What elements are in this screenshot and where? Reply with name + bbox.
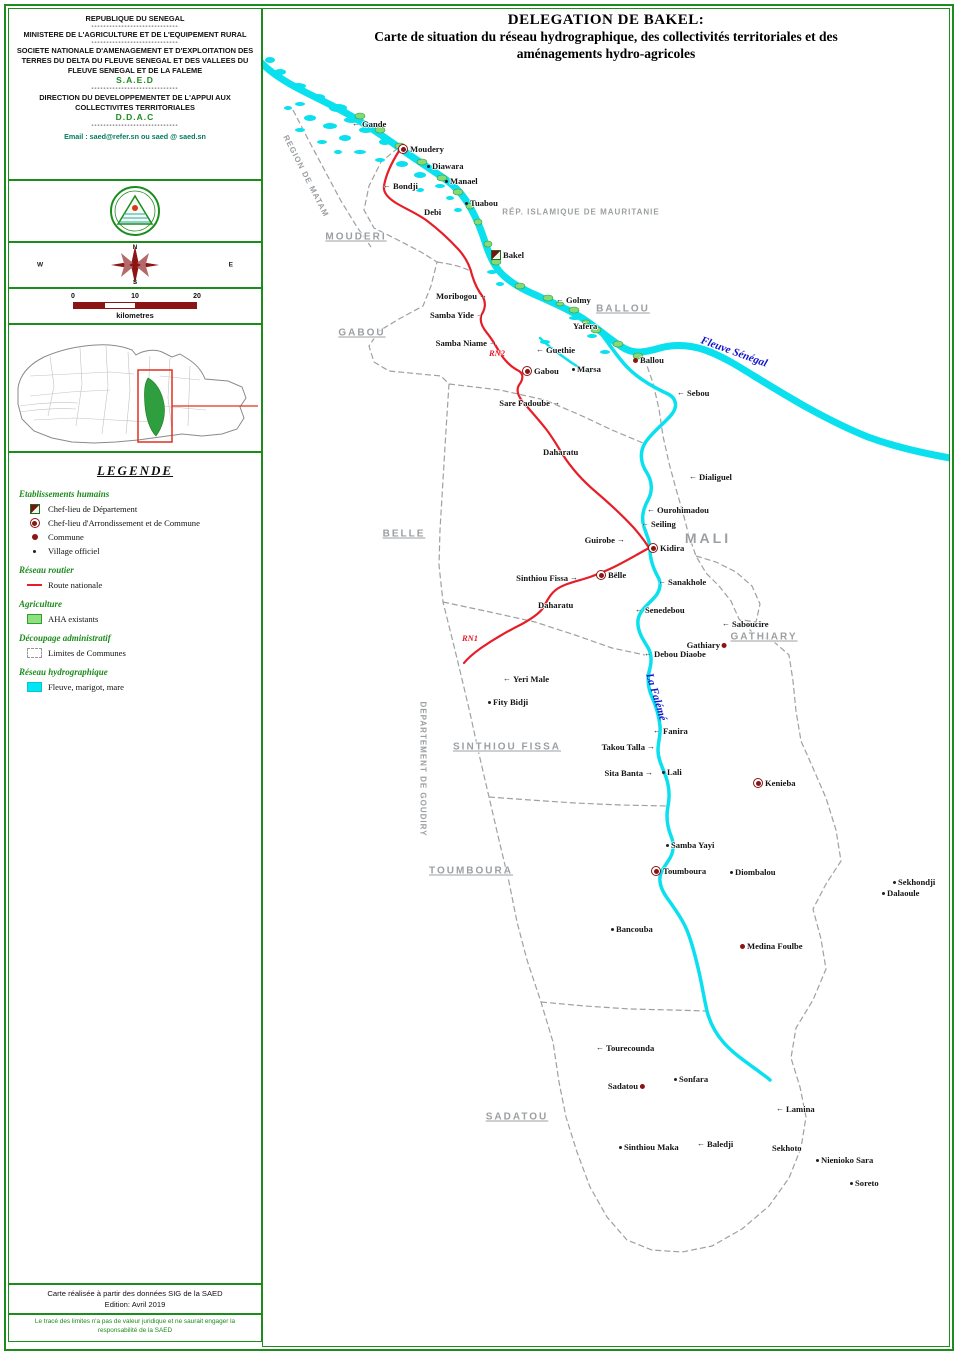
legend-icon-cell xyxy=(27,504,42,514)
legend-item-chef-lieu-d-arrondissement-et-de-commune: Chef-lieu d'Arrondissement et de Commune xyxy=(27,518,253,528)
fleuve-senegal-path xyxy=(263,59,949,462)
org-acronym-ddac: D.D.A.C xyxy=(115,112,155,123)
credits-text: Carte réalisée à partir des données SIG … xyxy=(47,1289,223,1298)
road-legend-icon xyxy=(27,584,42,586)
minimap-panel xyxy=(8,324,262,452)
legend-item-label: Route nationale xyxy=(48,580,103,590)
legend-item-label: AHA existants xyxy=(48,614,99,624)
legend-item-chef-lieu-de-departement: Chef-lieu de Département xyxy=(27,504,253,514)
separator: ----------------------------- xyxy=(91,86,179,93)
legend-item-village-officiel: Village officiel xyxy=(27,546,253,556)
aha-legend-icon xyxy=(27,614,42,624)
legend-section-reseau-hydrographique: Réseau hydrographique xyxy=(19,667,108,677)
legend-item-label: Chef-lieu d'Arrondissement et de Commune xyxy=(48,518,200,528)
compass-panel: N W E S xyxy=(8,242,262,288)
legend-item-label: Fleuve, marigot, mare xyxy=(48,682,124,692)
disclaimer-text: Le tracé des limites n'a pas de valeur j… xyxy=(34,1318,236,1334)
commune-legend-icon xyxy=(31,534,38,540)
map-title-line2: Carte de situation du réseau hydrographi… xyxy=(374,29,838,44)
legend-item-label: Limites de Communes xyxy=(48,648,126,658)
commune-boundaries xyxy=(292,109,842,1253)
scale-bar xyxy=(73,302,197,309)
compass-east-label: E xyxy=(228,261,233,269)
org-email: Email : saed@refer.sn ou saed @ saed.sn xyxy=(64,131,206,141)
legend-icon-cell xyxy=(27,648,42,658)
legend-section-agriculture: Agriculture xyxy=(19,599,63,609)
rn2-road-path xyxy=(382,149,651,550)
disclaimer-panel: Le tracé des limites n'a pas de valeur j… xyxy=(8,1314,262,1342)
scale-panel: 0 10 20 kilometres xyxy=(8,288,262,324)
scale-tick-20: 20 xyxy=(193,293,201,300)
compass-west-label: W xyxy=(37,261,44,269)
village-legend-icon xyxy=(33,549,36,553)
logo-panel xyxy=(8,180,262,242)
arrond-legend-icon xyxy=(29,518,40,528)
legend-item-fleuve-marigot-mare: Fleuve, marigot, mare xyxy=(27,682,253,692)
legend-section-etablissements-humains: Etablissements humains xyxy=(19,489,110,499)
legend-icon-cell xyxy=(27,549,42,553)
legend-section-reseau-routier: Réseau routier xyxy=(19,565,74,575)
legend-icon-cell xyxy=(27,534,42,540)
legend-item-label: Commune xyxy=(48,532,84,542)
org-acronym-saed: S.A.E.D xyxy=(116,75,154,86)
map-title-line1: DELEGATION DE BAKEL: xyxy=(507,12,705,28)
legend-section-decoupage-administratif: Découpage administratif xyxy=(19,633,111,643)
dept-legend-icon xyxy=(29,504,40,514)
legend-icon-cell xyxy=(27,518,42,528)
legend-item-label: Village officiel xyxy=(48,546,100,556)
org-direction: DIRECTION DU DEVELOPPEMENTET DE L'APPUI … xyxy=(39,92,231,112)
edition-text: Edition: Avril 2019 xyxy=(104,1300,166,1309)
la-faleme-path xyxy=(598,330,772,1082)
separator: ----------------------------- xyxy=(91,23,179,30)
legend-icon-cell xyxy=(27,584,42,586)
saed-logo xyxy=(110,186,160,236)
legend-icon-cell xyxy=(27,682,42,692)
compass-north-label: N xyxy=(132,244,138,251)
separator: ----------------------------- xyxy=(91,39,179,46)
org-society: SOCIETE NATIONALE D'AMENAGEMENT ET D'EXP… xyxy=(16,46,254,75)
aha-patches xyxy=(354,112,644,360)
scale-unit-label: kilometres xyxy=(116,311,154,320)
guethie-stream-path xyxy=(538,336,592,374)
map-title-block: DELEGATION DE BAKEL: Carte de situation … xyxy=(262,12,950,63)
org-country: REPUBLIQUE DU SENEGAL xyxy=(85,14,185,23)
credits-panel: Carte réalisée à partir des données SIG … xyxy=(8,1284,262,1314)
compass-rose-icon xyxy=(111,246,159,284)
compass-south-label: S xyxy=(132,279,138,286)
org-ministry: MINISTERE DE L'AGRICULTURE ET DE L'EQUIP… xyxy=(23,30,247,40)
rn1-road-path xyxy=(462,546,651,665)
legend-item-commune: Commune xyxy=(27,532,253,542)
limits-legend-icon xyxy=(27,648,42,658)
legend-title: LEGENDE xyxy=(96,463,174,478)
legend-item-aha-existants: AHA existants xyxy=(27,614,253,624)
water-legend-icon xyxy=(27,682,42,692)
scale-tick-0: 0 xyxy=(71,293,75,300)
legend-icon-cell xyxy=(27,614,42,624)
legend-item-limites-de-communes: Limites de Communes xyxy=(27,648,253,658)
legend-item-route-nationale: Route nationale xyxy=(27,580,253,590)
org-header-panel: REPUBLIQUE DU SENEGAL ------------------… xyxy=(8,8,262,180)
senegal-minimap xyxy=(17,344,258,444)
legend-item-label: Chef-lieu de Département xyxy=(48,504,138,514)
scale-tick-10: 10 xyxy=(131,293,139,300)
minimap-bakel-highlight xyxy=(144,377,165,437)
separator: ----------------------------- xyxy=(91,123,179,130)
map-title-line3: aménagements hydro-agricoles xyxy=(516,45,696,61)
map-frame xyxy=(262,8,950,1347)
